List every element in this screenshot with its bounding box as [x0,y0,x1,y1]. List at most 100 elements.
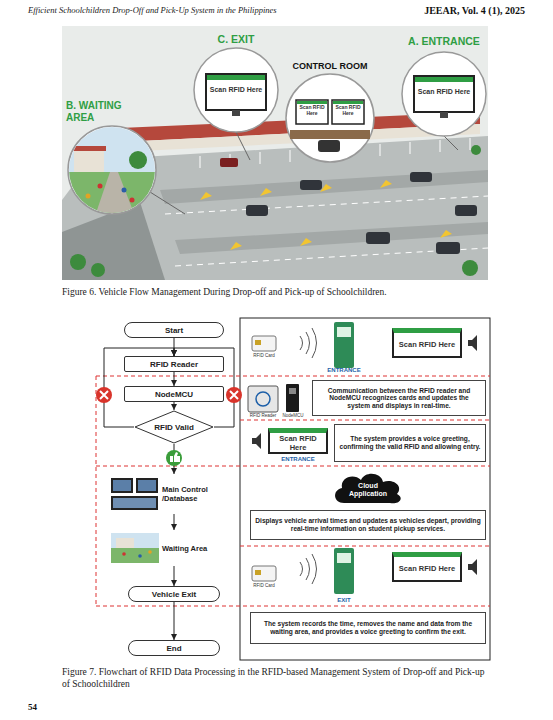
car [220,158,238,167]
leader-line [444,136,458,150]
waiting-area-image [148,550,152,554]
node-text: Communication between the RFID reader an… [317,387,481,410]
cloud-shape [335,474,401,504]
node-text: Start [165,326,183,335]
callout-circle [286,74,374,162]
flow-arrow-mark [380,180,392,188]
invalid-icon [96,387,112,403]
valid-icon [166,450,182,466]
screen-text: Scan RFID Here [416,88,472,96]
flow-arrow [174,566,175,586]
scan-monitor-art [414,76,474,112]
page-number: 54 [28,702,58,712]
part-name: RFID Card [244,353,284,358]
terminal-box: Start [124,322,224,338]
scan-monitor: Scan RFID Here [392,328,462,358]
rfid-card [255,570,261,575]
scan-monitor-art [415,77,473,82]
main-control-image [111,478,133,493]
car [300,180,322,190]
car [436,242,460,254]
valid-icon [170,456,173,462]
scan-monitor-art [296,100,328,124]
scan-monitor-art [333,101,363,104]
node-text: RFID Reader [150,360,198,369]
scan-monitor-art [290,130,370,139]
parking-lines [410,142,411,154]
campus-illustration [160,170,488,204]
rfid-reader-image [248,384,299,412]
waiting-area-image [116,538,134,548]
valid-icon [174,452,180,462]
main-control-image [138,480,156,491]
flow-arrow [174,444,175,474]
car [455,205,477,216]
divider-line [96,376,97,606]
description-box: Communication between the RFID reader an… [312,380,486,416]
flow-arrow-mark [440,230,452,238]
database-station: Main Control /Database [108,474,240,514]
rfid-reader-image [256,392,270,406]
valid-icon [166,450,182,466]
waiting-scene [98,184,103,189]
figure-caption: Figure 6. Vehicle Flow Management During… [62,287,502,298]
scan-monitor-art [318,140,340,152]
car [220,158,477,254]
scan-monitor: Scan RFID Here [392,552,462,582]
rfid-card [252,336,276,581]
divider-line [240,420,490,421]
flow-arrow [174,372,175,386]
node-text: End [166,644,181,653]
invalid-icon [100,391,108,399]
callout-circle [402,52,486,136]
node-text: Cloud Application [340,482,396,497]
rfid-card [255,340,261,345]
main-control-image [111,496,158,510]
signal-wave [306,558,310,580]
signal-wave [300,562,303,576]
car [410,172,432,182]
flow-arrow-mark [260,188,272,196]
waiting-scene [86,194,91,199]
diamond-shape [135,411,213,443]
description-box: The system provides a voice greeting, co… [334,424,486,462]
main-control-image [136,478,158,493]
area-label: C. EXIT [196,33,276,45]
leader-line [150,192,185,214]
waiting-area-image [122,552,126,556]
scan-monitor-art [297,101,327,104]
main-control-image [113,498,156,508]
location-label: ENTRANCE [312,367,376,374]
scan-monitor-art [232,110,240,116]
waiting-area-image [138,554,142,558]
waiting-area-image [111,548,159,563]
flow-arrow [174,338,175,356]
waiting-area-image [111,533,159,563]
campus-illustration [62,26,488,280]
signal-wave [300,336,303,350]
kiosk [334,322,354,368]
rfid-card [252,566,276,581]
parking-lines [200,156,201,168]
process-box: NodeMCU [124,386,224,402]
location-label: ENTRANCE [268,456,328,463]
node-text: RFID Valid [154,423,194,432]
part-name: RFID Reader [244,413,282,418]
screen-text: Scan RFID Here [208,86,264,94]
rfid-reader-image [289,388,296,394]
waiting-scene [95,172,135,216]
node-text: Waiting Area [162,544,207,553]
node-text: Displays vehicle arrival times and updat… [255,517,481,532]
waiting-area-image [111,533,159,563]
area-label: A. ENTRANCE [396,35,492,47]
node-text: Scan RFID Here [399,564,455,573]
node-text: The system records the time, removes the… [255,620,481,635]
invalid-icon [230,391,238,399]
car [366,232,390,244]
divider-line [96,466,490,467]
campus-illustration [62,26,488,280]
speaker-icon [468,559,477,575]
speaker-icon [468,335,477,351]
main-control-image [113,480,131,491]
terminal-box: Vehicle Exit [128,586,220,602]
